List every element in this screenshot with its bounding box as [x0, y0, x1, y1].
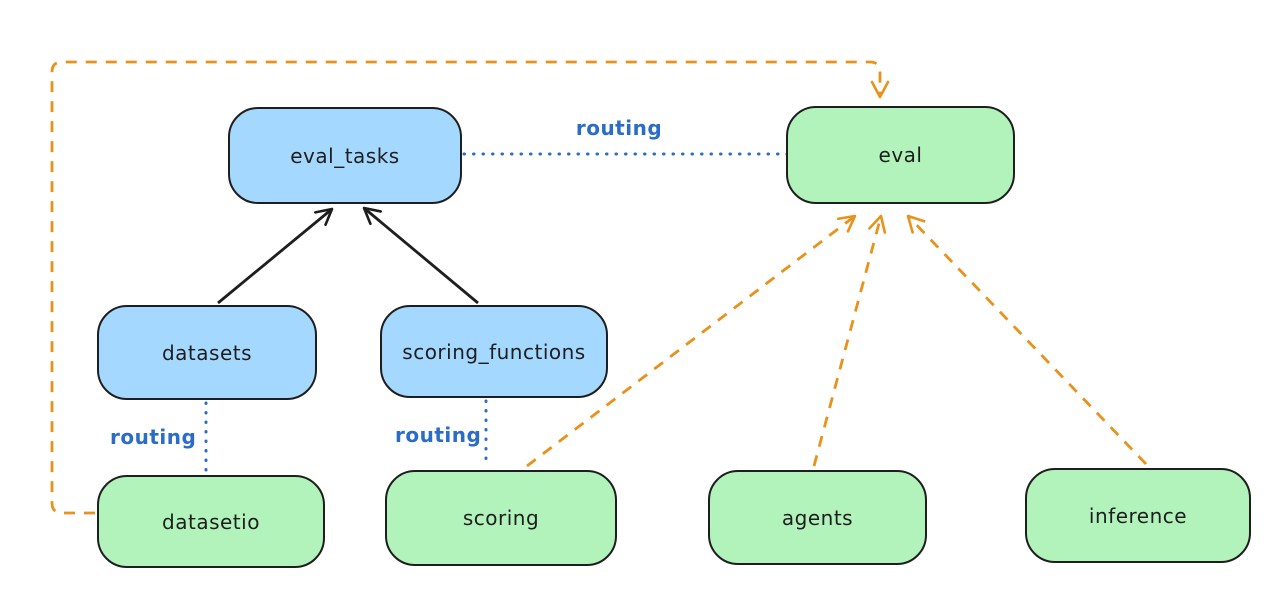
node-datasets-label: datasets — [161, 340, 253, 365]
edge-datasets-to-eval-tasks — [217, 207, 334, 305]
node-eval-label: eval — [878, 143, 923, 167]
edge-datasetio-to-eval-loop — [50, 60, 890, 515]
node-scoring-functions: scoring_functions — [380, 305, 608, 398]
edge-label-routing-scoring: routing — [395, 423, 482, 447]
edge-agents-to-eval — [812, 214, 887, 467]
edge-label-routing-top: routing — [575, 116, 663, 140]
edge-label-routing-datasets: routing — [110, 425, 197, 449]
node-inference-label: inference — [1088, 503, 1188, 528]
edge-scoring-functions-to-eval-tasks — [362, 206, 479, 305]
node-agents-label: agents — [781, 505, 854, 530]
node-eval: eval — [786, 106, 1015, 204]
node-datasetio: datasetio — [97, 475, 325, 568]
node-inference: inference — [1025, 468, 1251, 563]
node-eval-tasks-label: eval_tasks — [290, 143, 400, 168]
node-agents: agents — [708, 470, 927, 565]
node-datasets: datasets — [97, 305, 317, 400]
node-scoring-label: scoring — [462, 506, 540, 530]
edge-scoring-to-eval — [526, 214, 857, 468]
node-scoring-functions-label: scoring_functions — [402, 339, 586, 364]
node-datasetio-label: datasetio — [162, 509, 260, 534]
edge-inference-to-eval — [906, 214, 1148, 465]
node-eval-tasks: eval_tasks — [228, 107, 462, 204]
node-scoring: scoring — [385, 470, 617, 566]
